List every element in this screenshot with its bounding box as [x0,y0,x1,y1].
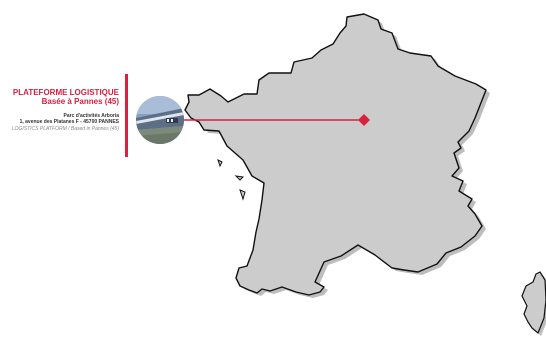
location-title: PLATEFORME LOGISTIQUE [12,88,119,97]
location-label: PLATEFORME LOGISTIQUE Basée à Pannes (45… [0,88,119,132]
warehouse-photo[interactable] [136,96,184,144]
address-line-1: Parc d'activités Arboria [63,113,119,119]
island-noirmoutier [217,159,223,168]
warehouse-image [136,96,184,144]
island-oleron [239,189,246,201]
island-re [234,175,245,181]
accent-bar [125,74,128,157]
mainland-france [184,13,487,296]
diamond-marker-icon[interactable] [358,114,370,126]
english-caption: LOGISTICS PLATFORM / Based in Pannes (45… [11,126,119,132]
address-line-2: 1, avenue des Platanes F - 45700 PANNES [19,119,119,125]
location-subtitle: Basée à Pannes (45) [41,97,119,106]
